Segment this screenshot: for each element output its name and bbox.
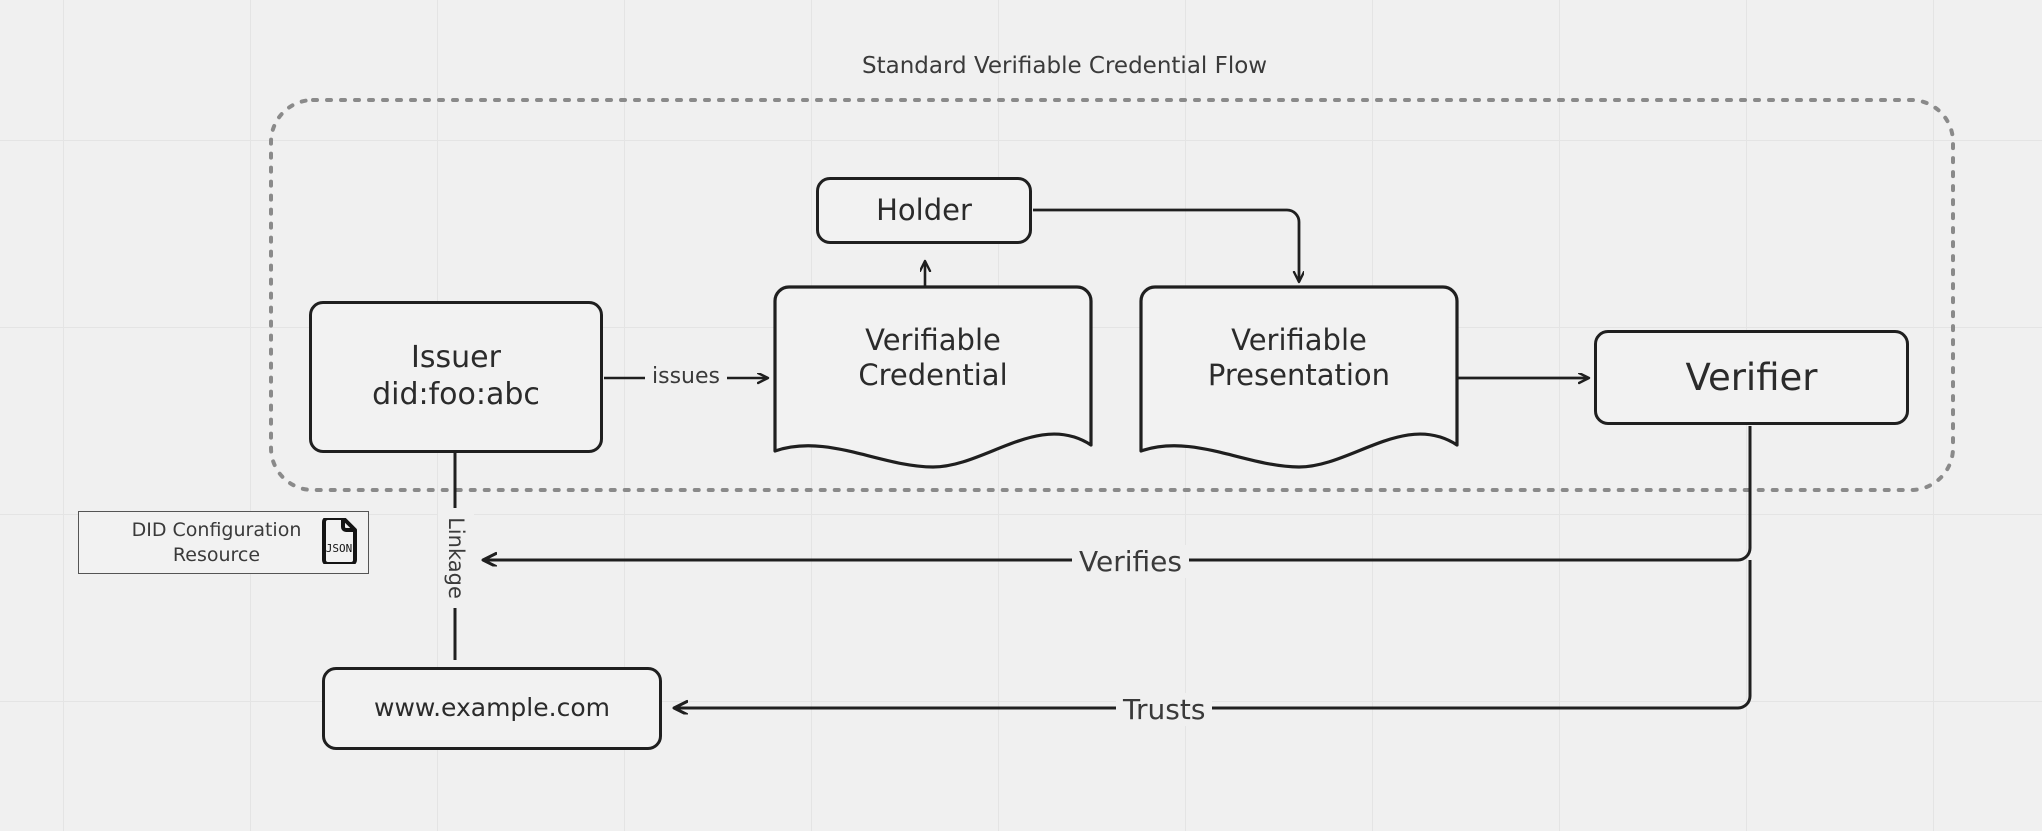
domain-label: www.example.com: [374, 693, 610, 723]
edge-label-trusts: Trusts: [1116, 693, 1213, 726]
edge-holder-to-presentation: [1033, 208, 1299, 282]
node-holder[interactable]: Holder: [816, 177, 1032, 244]
flow-group-container: [269, 98, 1955, 492]
group-title: Standard Verifiable Credential Flow: [862, 53, 1268, 79]
node-verifier[interactable]: Verifier: [1594, 330, 1909, 425]
node-verifiable-credential[interactable]: Verifiable Credential: [775, 302, 1091, 414]
did-config-label: DID Configuration Resource: [132, 518, 316, 567]
node-issuer[interactable]: Issuer did:foo:abc: [309, 301, 603, 453]
edge-label-verifies: Verifies: [1072, 545, 1189, 578]
node-did-configuration-resource[interactable]: DID Configuration Resource JSON: [78, 511, 369, 574]
did-config-line-2: Resource: [172, 543, 261, 566]
json-file-icon: JSON: [320, 515, 358, 568]
json-icon-text: JSON: [326, 542, 353, 555]
issuer-title: Issuer: [411, 340, 501, 376]
did-config-line-1: DID Configuration: [131, 518, 302, 541]
vc-line-1: Verifiable: [865, 322, 1001, 357]
vp-line-1: Verifiable: [1231, 322, 1367, 357]
edge-verifier-verifies-did-config: [483, 426, 1752, 560]
issuer-did: did:foo:abc: [372, 377, 540, 412]
vp-line-2: Presentation: [1207, 358, 1391, 392]
edge-label-issues: issues: [645, 364, 727, 389]
vc-line-2: Credential: [858, 358, 1008, 392]
verifiable-credential-shape[interactable]: [773, 285, 1093, 469]
edge-label-linkage: Linkage: [438, 508, 474, 608]
node-verifiable-presentation[interactable]: Verifiable Presentation: [1141, 302, 1457, 414]
holder-label: Holder: [876, 192, 972, 227]
edge-verifier-trusts-domain: [674, 560, 1752, 708]
node-domain[interactable]: www.example.com: [322, 667, 662, 750]
verifier-label: Verifier: [1685, 355, 1818, 399]
verifiable-presentation-shape[interactable]: [1139, 285, 1459, 469]
